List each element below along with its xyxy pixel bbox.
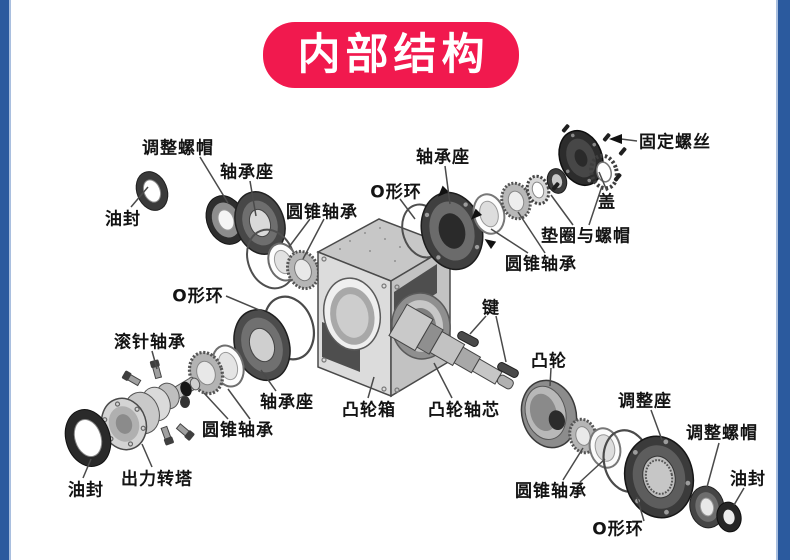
left-border-stripe (0, 0, 9, 560)
key-parts (457, 331, 519, 378)
label-taper-bearing-upper-left: 圆锥轴承 (286, 202, 358, 223)
taper-bearing-cone-upper-left (285, 249, 321, 291)
cam-shaft-core-part (388, 303, 514, 390)
right-border-stripe-light (776, 0, 778, 560)
label-fixing-screw: 固定螺丝 (639, 132, 711, 153)
label-oil-seal-bottom-right: 油封 (730, 469, 766, 490)
output-turret-part (100, 376, 201, 451)
label-oil-seal-top-left: 油封 (105, 209, 141, 230)
taper-bearing-race-top (472, 193, 506, 235)
label-o-ring-bottom-right: O形环 (592, 519, 644, 540)
oil-seal-part-bottom-right (716, 501, 742, 533)
leader-lines (82, 138, 745, 522)
oil-seal-part-lower-left (64, 409, 112, 467)
label-bearing-seat-lower-left: 轴承座 (260, 392, 314, 413)
label-taper-bearing-top: 圆锥轴承 (505, 254, 577, 275)
label-washer-and-nut: 垫圈与螺帽 (541, 226, 631, 247)
label-cam-shaft-core: 凸轮轴芯 (428, 400, 500, 421)
adjust-nut-part-top-left (205, 195, 247, 245)
assembly-arrows (438, 185, 497, 249)
needle-bearing-screws-parts (121, 359, 195, 446)
toothed-washer-part (525, 174, 551, 206)
label-cam: 凸轮 (531, 351, 567, 372)
bearing-seat-part-top-left (234, 191, 286, 255)
label-taper-bearing-bottom: 圆锥轴承 (515, 481, 587, 502)
right-border-stripe (778, 0, 790, 560)
label-bearing-seat-top-left: 轴承座 (220, 162, 274, 183)
label-taper-bearing-lower-left: 圆锥轴承 (202, 420, 274, 441)
page-title: 内部结构 (297, 29, 490, 80)
label-adjust-nut-top-left: 调整螺帽 (142, 138, 214, 159)
fixing-screw-arrow (609, 134, 622, 144)
oil-seal-part-top-left (135, 171, 169, 211)
label-key: 键 (482, 298, 500, 319)
nut-part (546, 168, 568, 194)
adjust-nut-part-bottom-right (689, 485, 725, 529)
left-border-stripe-light (9, 0, 11, 560)
label-oil-seal-lower-left: 油封 (68, 480, 104, 501)
fixing-screws-parts (551, 124, 627, 191)
label-cover: 盖 (598, 192, 616, 213)
label-adjust-seat: 调整座 (618, 391, 672, 412)
label-needle-bearing: 滚针轴承 (114, 332, 186, 353)
cover-part (558, 129, 604, 187)
label-cam-box: 凸轮箱 (342, 400, 396, 421)
title-banner: 内部结构 (263, 22, 519, 88)
label-output-turret: 出力转塔 (121, 469, 193, 490)
adjust-seat-part (623, 435, 695, 519)
cam-part (520, 379, 578, 449)
label-bearing-seat-top: 轴承座 (416, 147, 470, 168)
bearing-seat-part-top (420, 191, 484, 271)
label-adjust-nut-bottom-right: 调整螺帽 (686, 423, 758, 444)
bearing-seat-part-lower-left (233, 309, 291, 381)
label-o-ring-left: O形环 (172, 286, 224, 307)
label-o-ring-top: O形环 (370, 182, 422, 203)
